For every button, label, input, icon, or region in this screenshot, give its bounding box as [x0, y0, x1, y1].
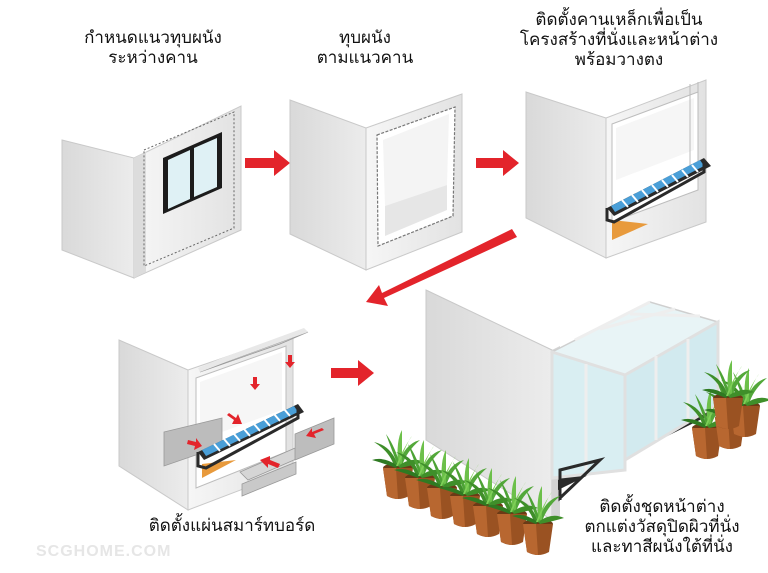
step3-caption: ติดตั้งคานเหล็กเพื่อเป็น โครงสร้างที่นั่…	[514, 10, 724, 70]
step2-caption-line: ทุบผนัง	[339, 28, 391, 48]
step3-wall	[525, 79, 707, 259]
step3-caption-line: โครงสร้างที่นั่งและหน้าต่าง	[519, 30, 719, 50]
step5-caption: ติดตั้งชุดหน้าต่าง ตกแต่งวัสดุปิดผิวที่น…	[562, 497, 762, 557]
arrow-right-icon	[331, 360, 374, 386]
arrow-diagonal-icon	[366, 229, 517, 306]
steel-bench-frame	[605, 158, 711, 240]
step1-caption-line: ระหว่างคาน	[108, 48, 198, 68]
window-icon	[163, 132, 222, 214]
break-line-dashed	[143, 111, 235, 267]
step1-caption-line: กำหนดแนวทุบผนัง	[84, 28, 222, 48]
bay-window	[550, 300, 720, 502]
step4-caption: ติดตั้งแผ่นสมาร์ทบอร์ด	[132, 516, 332, 536]
step2-caption: ทุบผนัง ตามแนวคาน	[310, 28, 420, 68]
step2-wall	[289, 93, 463, 271]
step5-caption-line: และทาสีผนังใต้ที่นั่ง	[591, 537, 733, 557]
smartboard-panels	[163, 328, 335, 497]
steel-bench-frame	[196, 404, 304, 478]
step1-caption: กำหนดแนวทุบผนัง ระหว่างคาน	[78, 28, 228, 68]
step5-caption-line: ติดตั้งชุดหน้าต่าง	[599, 497, 725, 517]
step3-caption-line: พร้อมวางตง	[574, 50, 664, 70]
step2-caption-line: ตามแนวคาน	[316, 48, 414, 68]
step4-caption-line: ติดตั้งแผ่นสมาร์ทบอร์ด	[148, 516, 316, 536]
arrow-right-icon	[476, 150, 519, 176]
step3-caption-line: ติดตั้งคานเหล็กเพื่อเป็น	[535, 10, 703, 30]
small-arrows	[187, 355, 324, 468]
arrow-right-icon	[245, 150, 290, 176]
watermark: SCGHOME.COM	[36, 543, 172, 560]
step5-caption-line: ตกแต่งวัสดุปิดผิวที่นั่ง	[584, 517, 740, 537]
step1-wall	[61, 105, 242, 279]
